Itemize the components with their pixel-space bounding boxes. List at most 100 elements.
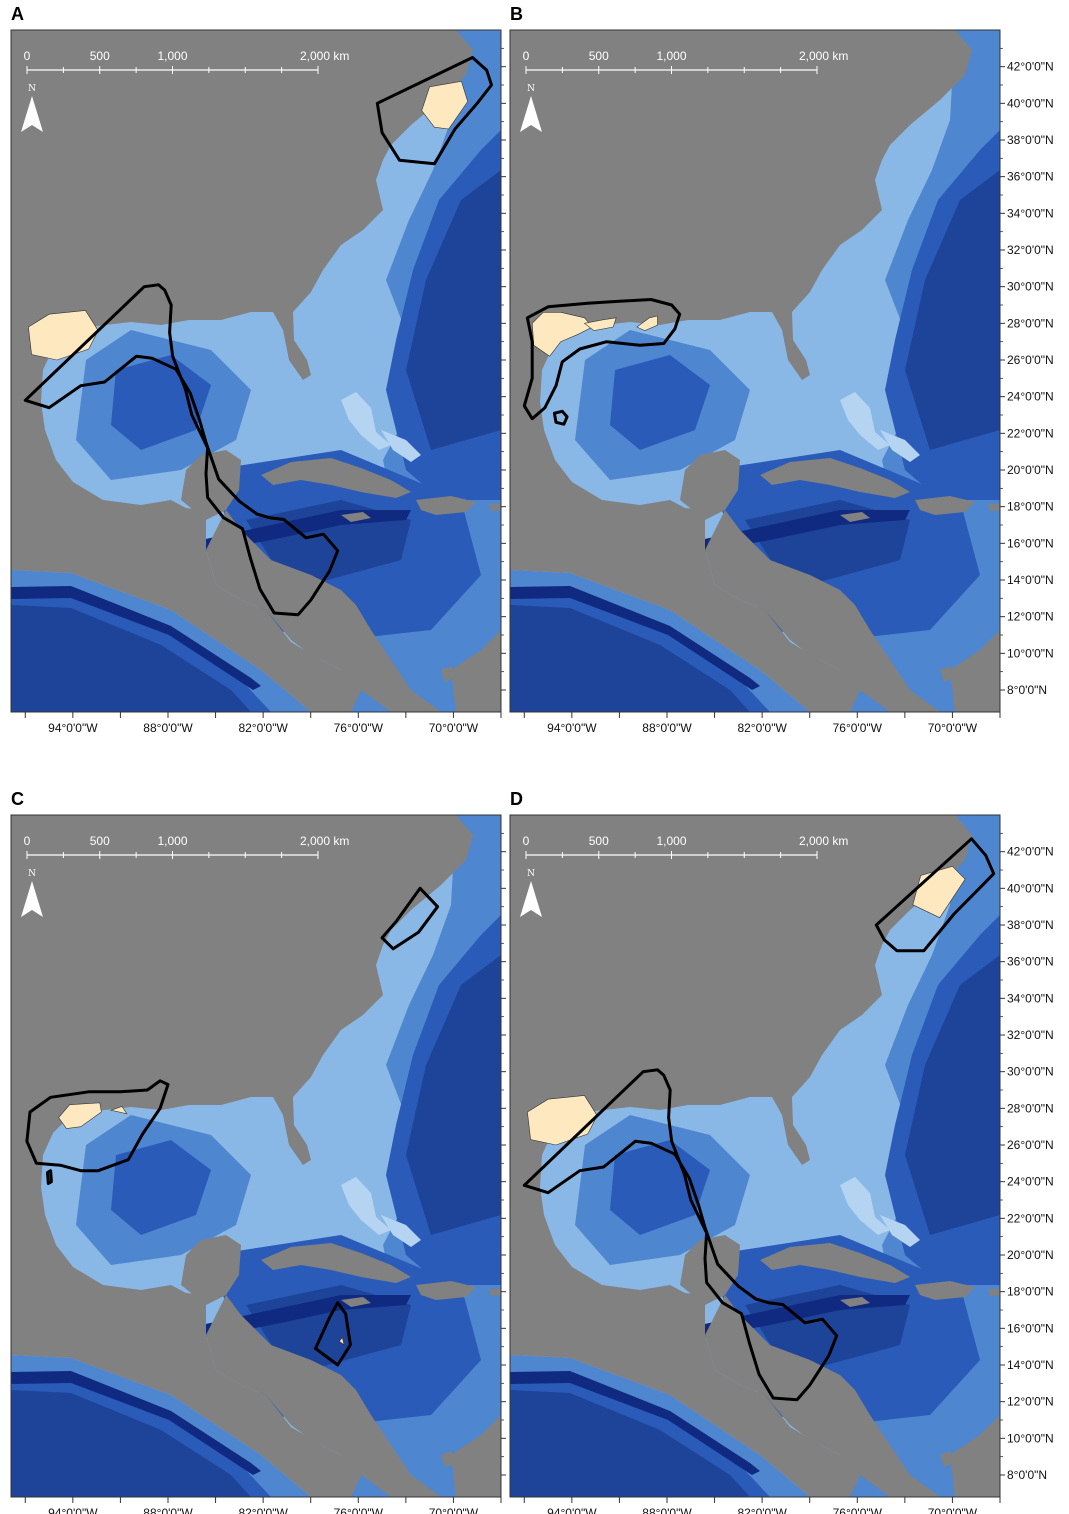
- longitude-tick-label: 76°0'0"W: [334, 721, 384, 735]
- range-boundary-line: [522, 1068, 839, 1402]
- longitude-tick-label: 76°0'0"W: [334, 1506, 384, 1514]
- north-arrow-icon: [21, 96, 43, 132]
- latitude-tick-label: 8°0'0"N: [1007, 1468, 1047, 1482]
- longitude-tick-label: 88°0'0"W: [143, 1506, 193, 1514]
- scale-bar-label: 2,000 km: [799, 49, 848, 63]
- panel-label-b: B: [510, 4, 523, 24]
- map-panel-c: 0 500 1,000 2,000 km N 94°0'0"W 88°0'0"W 82°0'0…: [10, 814, 506, 1514]
- latitude-tick-label: 16°0'0"N: [1007, 1321, 1054, 1335]
- scale-bar-label: 500: [589, 49, 609, 63]
- scale-bar: 0 500 1,000 2,000 km: [24, 834, 349, 859]
- latitude-axis: 8°0'0"N10°0'0"N12°0'0"N14°0'0"N16°0'0"N1…: [1000, 47, 1054, 697]
- north-arrow: N: [21, 869, 43, 917]
- longitude-tick-label: 82°0'0"W: [737, 721, 787, 735]
- north-arrow-icon: [520, 881, 542, 917]
- map-frame: [10, 814, 502, 1498]
- scale-bar-label: 1,000: [157, 49, 187, 63]
- scale-bar-label: 2,000 km: [300, 49, 349, 63]
- core-habitat-polygon: [109, 1106, 128, 1115]
- core-habitat-polygon: [338, 1336, 345, 1346]
- latitude-tick-label: 32°0'0"N: [1007, 1028, 1054, 1042]
- latitude-tick-label: 14°0'0"N: [1007, 573, 1054, 587]
- range-boundary-line: [46, 1169, 53, 1185]
- latitude-tick-label: 38°0'0"N: [1007, 918, 1054, 932]
- latitude-tick-label: 28°0'0"N: [1007, 316, 1054, 330]
- core-habitat-polygon: [421, 80, 469, 130]
- longitude-tick-label: 82°0'0"W: [238, 1506, 288, 1514]
- north-arrow-icon: [520, 96, 542, 132]
- latitude-tick-label: 16°0'0"N: [1007, 536, 1054, 550]
- range-boundary-line: [552, 409, 569, 426]
- latitude-tick-label: 10°0'0"N: [1007, 646, 1054, 660]
- latitude-tick-label: 30°0'0"N: [1007, 1065, 1054, 1079]
- range-boundary-line: [380, 886, 440, 951]
- latitude-tick-label: 10°0'0"N: [1007, 1431, 1054, 1445]
- latitude-tick-label: 28°0'0"N: [1007, 1101, 1054, 1115]
- latitude-tick-label: 30°0'0"N: [1007, 280, 1054, 294]
- longitude-tick-label: 82°0'0"W: [238, 721, 288, 735]
- core-habitat-polygon: [58, 1102, 102, 1129]
- latitude-tick-label: 36°0'0"N: [1007, 955, 1054, 969]
- scale-bar-label: 1,000: [656, 834, 686, 848]
- latitude-tick-label: 22°0'0"N: [1007, 1211, 1054, 1225]
- longitude-tick-label: 70°0'0"W: [928, 1506, 978, 1514]
- latitude-tick-label: 40°0'0"N: [1007, 96, 1054, 110]
- longitude-tick-label: 94°0'0"W: [48, 721, 98, 735]
- longitude-tick-label: 94°0'0"W: [547, 721, 597, 735]
- map-frame: [10, 29, 502, 713]
- bathymetry-basemap: [11, 815, 501, 1497]
- north-arrow-label: N: [527, 84, 535, 94]
- latitude-tick-label: 26°0'0"N: [1007, 353, 1054, 367]
- panel-label-d: D: [510, 789, 523, 809]
- longitude-tick-label: 88°0'0"W: [642, 1506, 692, 1514]
- north-arrow: N: [520, 84, 542, 132]
- core-habitat-polygon: [583, 317, 617, 332]
- latitude-axis: 8°0'0"N10°0'0"N12°0'0"N14°0'0"N16°0'0"N1…: [1000, 832, 1054, 1482]
- latitude-tick-label: 12°0'0"N: [1007, 610, 1054, 624]
- latitude-tick-label: 36°0'0"N: [1007, 170, 1054, 184]
- panel-label-a: A: [11, 4, 24, 24]
- latitude-tick-label: 32°0'0"N: [1007, 243, 1054, 257]
- latitude-tick-label: 42°0'0"N: [1007, 845, 1054, 859]
- scale-bar-label: 2,000 km: [799, 834, 848, 848]
- latitude-axis: [501, 47, 506, 691]
- longitude-tick-label: 88°0'0"W: [143, 721, 193, 735]
- scale-bar-label: 0: [523, 834, 530, 848]
- latitude-tick-label: 38°0'0"N: [1007, 133, 1054, 147]
- longitude-tick-label: 70°0'0"W: [928, 721, 978, 735]
- panel-label-c: C: [11, 789, 24, 809]
- latitude-tick-label: 14°0'0"N: [1007, 1358, 1054, 1372]
- scale-bar-label: 1,000: [157, 834, 187, 848]
- map-frame: [509, 814, 1001, 1498]
- bathymetry-basemap: [510, 815, 1000, 1497]
- latitude-tick-label: 20°0'0"N: [1007, 1248, 1054, 1262]
- longitude-axis: 94°0'0"W 88°0'0"W 82°0'0"W 76°0'0"W 70°0'0"W: [24, 1497, 502, 1514]
- range-boundary-line: [874, 837, 996, 953]
- scale-bar-label: 500: [589, 834, 609, 848]
- scale-bar-label: 500: [90, 49, 110, 63]
- north-arrow-label: N: [28, 869, 36, 879]
- north-arrow: N: [21, 84, 43, 132]
- north-arrow-label: N: [28, 84, 36, 94]
- longitude-tick-label: 70°0'0"W: [429, 1506, 479, 1514]
- north-arrow-icon: [21, 881, 43, 917]
- longitude-tick-label: 94°0'0"W: [48, 1506, 98, 1514]
- latitude-tick-label: 40°0'0"N: [1007, 881, 1054, 895]
- range-boundary-line: [522, 298, 682, 421]
- bathymetry-basemap: [11, 30, 501, 712]
- scale-bar-label: 0: [24, 834, 31, 848]
- latitude-tick-label: 26°0'0"N: [1007, 1138, 1054, 1152]
- latitude-tick-label: 34°0'0"N: [1007, 991, 1054, 1005]
- latitude-tick-label: 24°0'0"N: [1007, 1175, 1054, 1189]
- latitude-axis: [501, 832, 506, 1476]
- latitude-tick-label: 24°0'0"N: [1007, 390, 1054, 404]
- scale-bar-label: 2,000 km: [300, 834, 349, 848]
- north-arrow: N: [520, 869, 542, 917]
- scale-bar-label: 500: [90, 834, 110, 848]
